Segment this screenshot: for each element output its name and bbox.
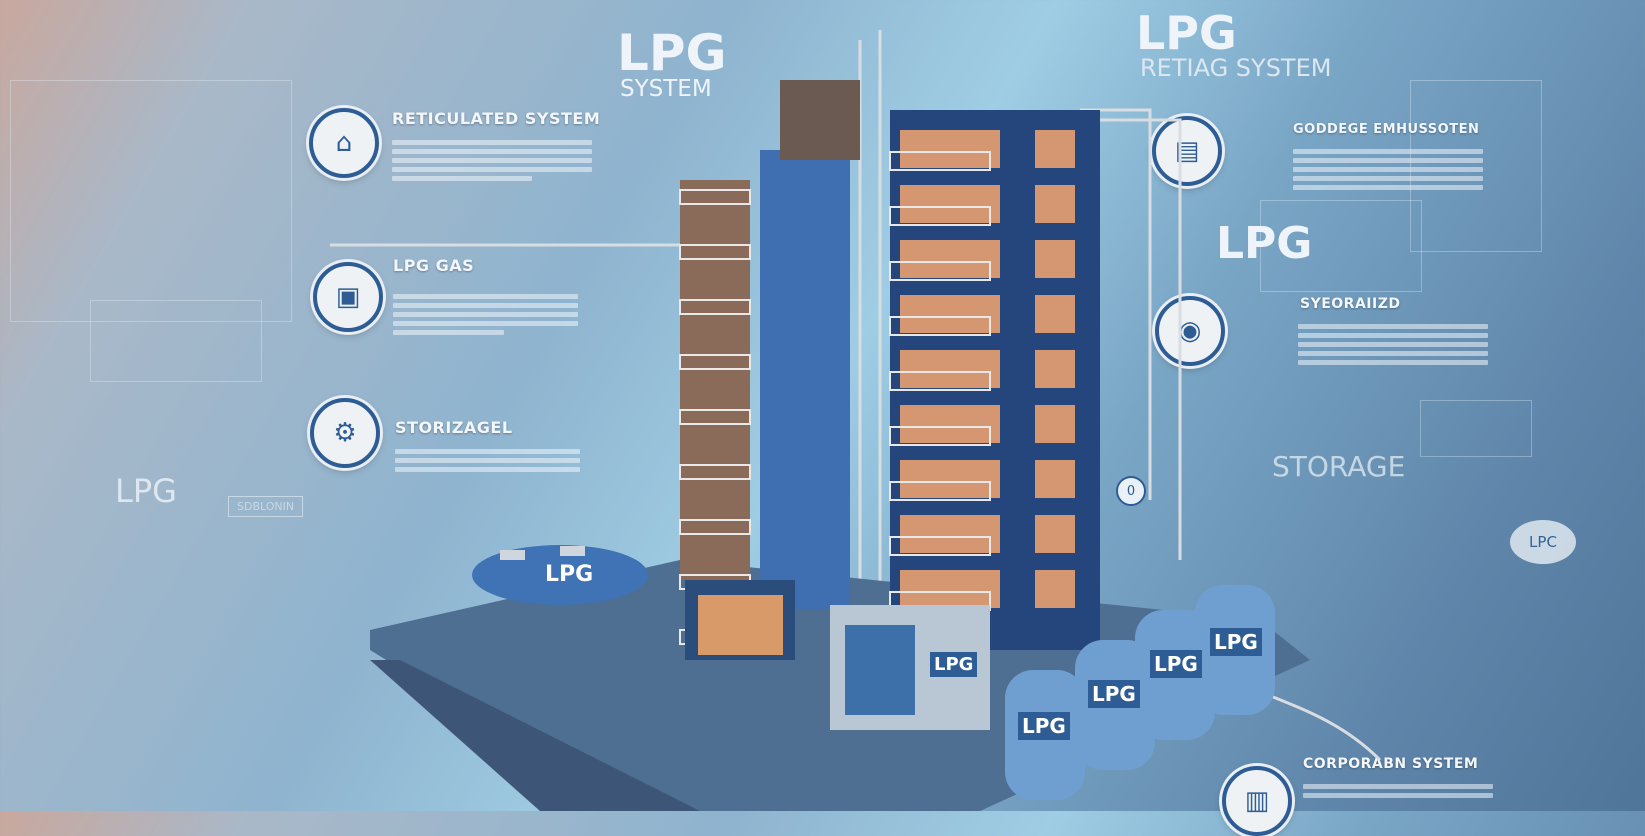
left-item-heading: STORIZAGEL xyxy=(395,418,513,437)
right-item-icon-meter: ▤ xyxy=(1152,116,1222,186)
window xyxy=(1035,295,1075,333)
building-illustration xyxy=(330,30,1382,811)
window xyxy=(900,515,1000,553)
balcony xyxy=(679,244,751,260)
window xyxy=(1035,570,1075,608)
window xyxy=(1035,130,1075,168)
window xyxy=(1035,460,1075,498)
background-panel xyxy=(1410,80,1542,252)
window xyxy=(900,460,1000,498)
tank-label: LPG xyxy=(545,562,594,587)
background-panel xyxy=(1420,400,1532,457)
window xyxy=(1035,240,1075,278)
window xyxy=(900,295,1000,333)
window xyxy=(900,405,1000,443)
window xyxy=(1035,185,1075,223)
annex-label: LPG xyxy=(930,652,978,677)
left-item-icon-gear: ⚙ xyxy=(310,398,380,468)
window xyxy=(900,350,1000,388)
balcony xyxy=(889,371,991,391)
cylinder-label: LPG xyxy=(1210,628,1262,656)
left-item-text xyxy=(392,136,592,185)
cylinder-label: LPG xyxy=(1018,712,1070,740)
background-panel xyxy=(90,300,262,382)
core-tower xyxy=(780,80,860,160)
balcony xyxy=(889,536,991,556)
road xyxy=(370,660,700,811)
balconies xyxy=(679,151,991,645)
balcony xyxy=(889,151,991,171)
cylinder-label: LPG xyxy=(1150,650,1202,678)
window xyxy=(1035,405,1075,443)
balcony xyxy=(679,464,751,480)
left-item-icon-panel: ▣ xyxy=(313,262,383,332)
balcony xyxy=(679,354,751,370)
balcony xyxy=(679,519,751,535)
left-lpg-label: LPG xyxy=(115,472,177,510)
windows xyxy=(900,130,1075,608)
cylinder-label: LPG xyxy=(1088,680,1140,708)
balcony xyxy=(679,409,751,425)
balcony xyxy=(889,426,991,446)
left-item-heading: RETICULATED SYSTEM xyxy=(392,109,601,128)
window xyxy=(900,185,1000,223)
right-item-heading: SYEORAIIZD xyxy=(1300,296,1401,312)
balcony xyxy=(889,481,991,501)
left-item-icon-house: ⌂ xyxy=(309,108,379,178)
left-tower xyxy=(680,180,750,580)
window xyxy=(900,130,1000,168)
title-main: LPG xyxy=(617,24,727,82)
balcony xyxy=(889,316,991,336)
top-right-subtitle: RETIAG SYSTEM xyxy=(1140,54,1332,82)
title-sub: SYSTEM xyxy=(620,76,712,102)
right-item-icon-valve: ◉ xyxy=(1155,296,1225,366)
right-lpg-label: LPG xyxy=(1216,218,1313,269)
lpc-badge: LPC xyxy=(1510,520,1576,564)
right-item-heading: CORPORABN SYSTEM xyxy=(1303,756,1479,772)
balcony xyxy=(679,189,751,205)
drop-badge: 0 xyxy=(1116,476,1146,506)
background-panel xyxy=(1260,200,1422,292)
balcony xyxy=(889,261,991,281)
right-item-text xyxy=(1293,145,1483,194)
glass-tower xyxy=(760,150,850,610)
background-panel xyxy=(10,80,292,322)
left-item-text xyxy=(395,445,580,476)
window xyxy=(900,240,1000,278)
storage-label: STORAGE xyxy=(1272,450,1406,483)
right-item-text xyxy=(1303,780,1493,802)
window xyxy=(1035,350,1075,388)
balcony xyxy=(889,206,991,226)
window xyxy=(1035,515,1075,553)
right-item-heading: GODDEGE EMHUSSOTEN xyxy=(1293,122,1480,137)
left-item-text xyxy=(393,290,578,339)
right-item-text xyxy=(1298,320,1488,369)
top-right-title: LPG xyxy=(1136,6,1237,60)
balcony xyxy=(679,299,751,315)
window xyxy=(900,570,1000,608)
left-box-label: SDBLONIN xyxy=(228,496,304,517)
left-item-heading: LPG GAS xyxy=(393,256,475,275)
